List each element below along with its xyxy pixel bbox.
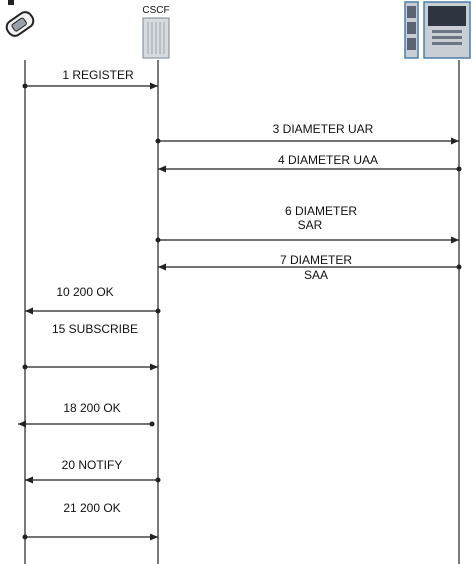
message-10-200-ok: 10 200 OK (25, 285, 161, 315)
message-15-subscribe: 15 SUBSCRIBE (22, 322, 158, 371)
message-4-diameter-uaa: 4 DIAMETER UAA (158, 153, 462, 173)
message-label: 6 DIAMETER (285, 204, 357, 218)
message-18-200-ok: 18 200 OK (18, 401, 155, 428)
message-label: 4 DIAMETER UAA (278, 153, 378, 167)
message-20-notify: 20 NOTIFY (25, 458, 161, 484)
cscf-label: CSCF (142, 5, 169, 16)
message-6-diameter-sar: 6 DIAMETER SAR (155, 204, 459, 244)
message-label: 21 200 OK (63, 501, 120, 515)
cscf-server-icon: CSCF (142, 5, 170, 59)
message-label: 1 REGISTER (62, 68, 134, 82)
message-7-diameter-saa: 7 DIAMETER SAA (158, 253, 462, 282)
message-label-line2: SAR (298, 218, 323, 232)
message-label: 3 DIAMETER UAR (273, 122, 374, 136)
message-label-line2: SAA (304, 268, 328, 282)
hss-server-icon (404, 1, 471, 59)
message-21-200-ok: 21 200 OK (22, 501, 158, 541)
message-1-register: 1 REGISTER (22, 68, 158, 90)
message-label: 15 SUBSCRIBE (52, 322, 138, 336)
message-label: 20 NOTIFY (62, 458, 123, 472)
message-label: 10 200 OK (56, 285, 113, 299)
message-3-diameter-uar: 3 DIAMETER UAR (155, 122, 459, 145)
mobile-phone-icon (5, 0, 35, 37)
message-label: 18 200 OK (63, 401, 120, 415)
message-label: 7 DIAMETER (280, 253, 352, 267)
